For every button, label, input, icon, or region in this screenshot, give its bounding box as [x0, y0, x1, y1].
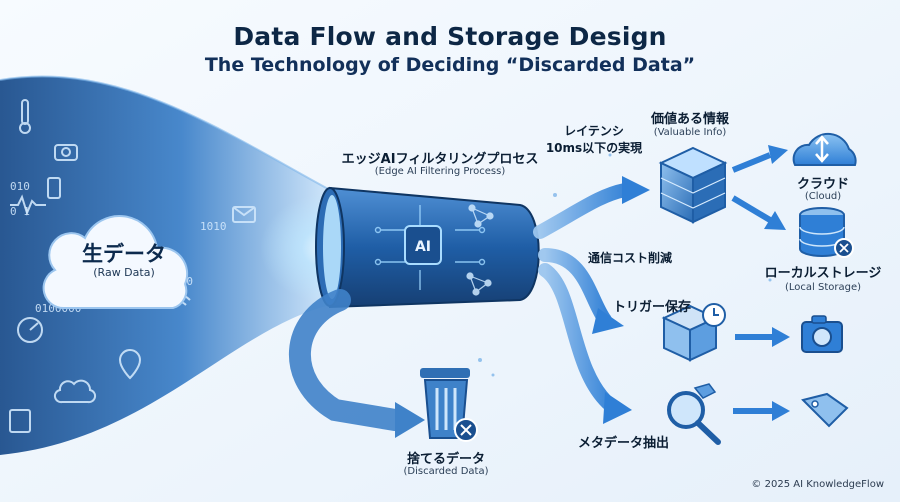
sparkle-decorations [478, 153, 772, 377]
waveform-icon [10, 194, 46, 216]
raw-data-label: 生データ [82, 242, 166, 266]
camera-icon [54, 144, 78, 161]
valuable-info-cube [658, 146, 728, 224]
edge-ai-pipe: AI [315, 186, 540, 309]
latency-label-line2: 10ms以下の実現 [545, 141, 643, 155]
ai-chip-label: AI [415, 239, 431, 255]
discarded-label: 捨てるデータ [406, 452, 486, 467]
up-down-arrow-icon [815, 135, 829, 163]
ai-chip [404, 225, 442, 265]
raw-data-sublabel: (Raw Data) [93, 266, 155, 279]
page-subtitle: The Technology of Deciding “Discarded Da… [204, 54, 696, 76]
page-title: Data Flow and Storage Design [233, 22, 667, 51]
phone-icon [47, 177, 61, 199]
trigger-save-label: トリガー保存 [613, 300, 692, 315]
tag-icon [801, 392, 849, 428]
arrow-to-local [731, 195, 772, 223]
valuable-info-label: 価値ある情報 [650, 112, 730, 127]
cloud-label: クラウド [796, 177, 850, 192]
neural-network-icon [466, 204, 494, 296]
latency-label-line1: レイテンシ [564, 124, 624, 138]
filter-label: エッジAIフィルタリングプロセス [341, 152, 539, 167]
arrow-to-cloud [731, 152, 772, 173]
raw-data-cloud [42, 215, 189, 310]
location-pin-icon [118, 349, 142, 380]
arrow-heads [592, 176, 650, 424]
magnifier-tag-icon [667, 383, 721, 445]
mail-icon [232, 206, 256, 223]
trash-can-icon [420, 368, 478, 442]
binary-4: 0 1 [10, 205, 30, 218]
camera-icon [801, 315, 843, 353]
cost-reduction-label: 通信コスト削減 [588, 251, 673, 265]
sensor-icons [9, 99, 256, 433]
cloud-sublabel: (Cloud) [804, 191, 842, 202]
binary-6: 1010 [200, 220, 227, 233]
gauge-icon [17, 317, 43, 343]
copyright: © 2025 AI KnowledgeFlow [751, 479, 884, 490]
discarded-sublabel: (Discarded Data) [403, 466, 489, 477]
local-storage-label: ローカルストレージ [764, 266, 882, 281]
metadata-label: メタデータ抽出 [578, 436, 670, 451]
cloud-icon [792, 132, 857, 166]
discard-flow-arrow [289, 289, 406, 431]
package-box-icon [661, 303, 726, 362]
arrow-to-tag [733, 401, 790, 421]
binary-3: 010 [10, 180, 30, 193]
arrow-to-camera [735, 327, 790, 347]
filter-sublabel: (Edge AI Filtering Process) [374, 166, 506, 177]
server-icon [9, 409, 31, 433]
cloud-upload-icon [53, 379, 97, 404]
valuable-info-sublabel: (Valuable Info) [653, 127, 727, 138]
local-storage-sublabel: (Local Storage) [784, 282, 862, 293]
database-icon [799, 207, 854, 258]
